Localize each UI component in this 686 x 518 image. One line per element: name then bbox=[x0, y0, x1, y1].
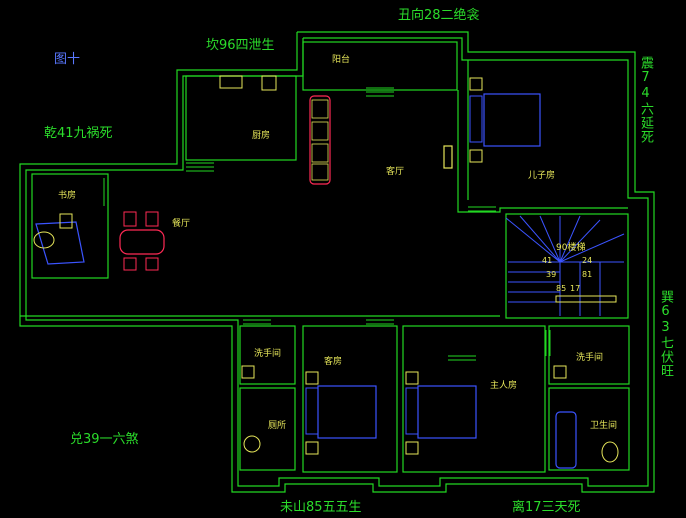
bath-wall bbox=[548, 387, 630, 471]
bathtub-icon bbox=[555, 411, 577, 469]
windows bbox=[103, 87, 551, 385]
room-kitchen: 厨房 bbox=[252, 131, 271, 141]
bed-child-icon bbox=[469, 77, 541, 163]
room-living: 客厅 bbox=[386, 167, 405, 177]
master-wall bbox=[402, 325, 546, 473]
direction-top: 丑向28二绝衾 bbox=[398, 8, 480, 23]
study-wall bbox=[31, 173, 109, 279]
room-balcony: 阳台 bbox=[332, 55, 351, 65]
window-wash-right bbox=[545, 330, 551, 356]
basin-right-icon bbox=[553, 365, 567, 379]
direction-bottom-left: 兑39一六煞 bbox=[70, 432, 139, 447]
outer-wall-inner bbox=[25, 37, 649, 487]
stair-number: 17 bbox=[570, 284, 581, 293]
room-wash-left: 洗手间 bbox=[254, 349, 282, 359]
direction-left: 乾41九祸死 bbox=[44, 126, 113, 141]
child-room-wall bbox=[457, 90, 628, 213]
room-dining: 餐厅 bbox=[172, 219, 191, 229]
stair-lines bbox=[505, 215, 625, 316]
window-kitchen bbox=[186, 162, 214, 172]
guest-wall bbox=[302, 325, 398, 473]
room-child: 儿子房 bbox=[528, 171, 556, 181]
room-wash-right: 洗手间 bbox=[576, 353, 604, 363]
window-child bbox=[468, 206, 496, 212]
stair-number: 39 bbox=[546, 270, 557, 279]
sofa-icon bbox=[309, 95, 331, 185]
room-study: 书房 bbox=[58, 191, 77, 201]
room-master: 主人房 bbox=[490, 381, 518, 391]
bed-guest-icon bbox=[305, 371, 377, 455]
stair-number: 24 bbox=[582, 256, 593, 265]
stove-icon bbox=[219, 75, 243, 89]
window-study bbox=[103, 178, 109, 206]
room-toilet: 厕所 bbox=[268, 421, 287, 431]
window-wash-left bbox=[243, 319, 271, 325]
toilet-right-icon bbox=[601, 441, 619, 463]
toilet-wall bbox=[239, 387, 296, 471]
outer-wall bbox=[19, 31, 655, 493]
walls bbox=[19, 31, 655, 493]
direction-right-bottom: 巽63七伏旺 bbox=[658, 290, 673, 378]
dining-table-icon bbox=[119, 211, 165, 271]
desk-icon bbox=[33, 213, 85, 265]
room-guest: 客房 bbox=[324, 357, 343, 367]
direction-right-top: 震74六延死 bbox=[638, 56, 653, 144]
room-bath: 卫生间 bbox=[590, 421, 618, 431]
toilet-left-icon bbox=[243, 435, 261, 453]
balcony-wall bbox=[302, 41, 458, 91]
stair-number: 41 bbox=[542, 256, 553, 265]
window-balcony bbox=[366, 87, 394, 97]
basin-left-icon bbox=[241, 365, 255, 379]
sink-icon bbox=[261, 75, 277, 91]
room-stair: 90楼梯 bbox=[556, 243, 586, 253]
bed-master-icon bbox=[405, 371, 477, 455]
direction-bottom-right: 离17三天死 bbox=[512, 500, 581, 515]
window-master bbox=[448, 355, 476, 361]
direction-bottom: 未山85五五生 bbox=[280, 500, 362, 515]
kitchen-wall bbox=[185, 75, 297, 161]
stair-number: 81 bbox=[582, 270, 593, 279]
stair-wall bbox=[505, 213, 629, 319]
stair-number: 85 bbox=[556, 284, 567, 293]
stair-landing bbox=[555, 295, 617, 303]
wash-right-wall bbox=[548, 325, 630, 385]
tv-icon bbox=[443, 145, 453, 169]
figure-label: 图十 bbox=[54, 52, 81, 67]
direction-top-left: 坎96四泄生 bbox=[206, 38, 275, 53]
window-guest bbox=[366, 319, 394, 325]
